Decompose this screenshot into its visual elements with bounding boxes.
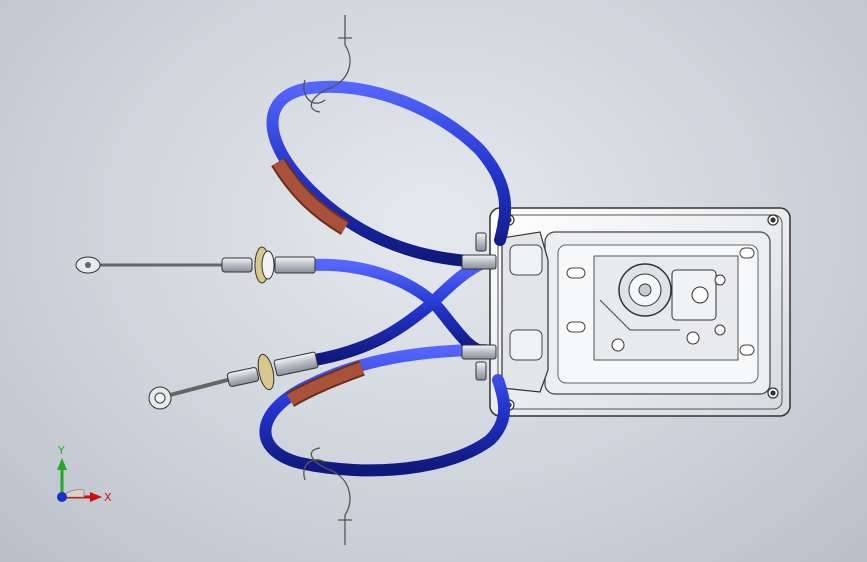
shift-mechanism[interactable]	[593, 255, 739, 361]
shift-cables[interactable]	[259, 80, 512, 477]
upper-rod-end[interactable]	[75, 246, 316, 284]
cable-sleeves	[271, 157, 365, 407]
lower-cable-loop[interactable]	[259, 344, 511, 477]
retaining-clips	[303, 15, 352, 545]
y-axis-label: Y	[57, 444, 65, 457]
lower-rod-end[interactable]	[148, 351, 319, 410]
housing-fittings	[461, 232, 497, 381]
x-axis-label: X	[104, 491, 112, 504]
upper-cable-loop[interactable]	[266, 80, 512, 268]
shifter-housing[interactable]	[489, 207, 791, 417]
mounting-slots	[566, 247, 755, 356]
crossing-cable-b[interactable]	[309, 256, 491, 366]
coordinate-triad: Y X	[57, 444, 112, 504]
